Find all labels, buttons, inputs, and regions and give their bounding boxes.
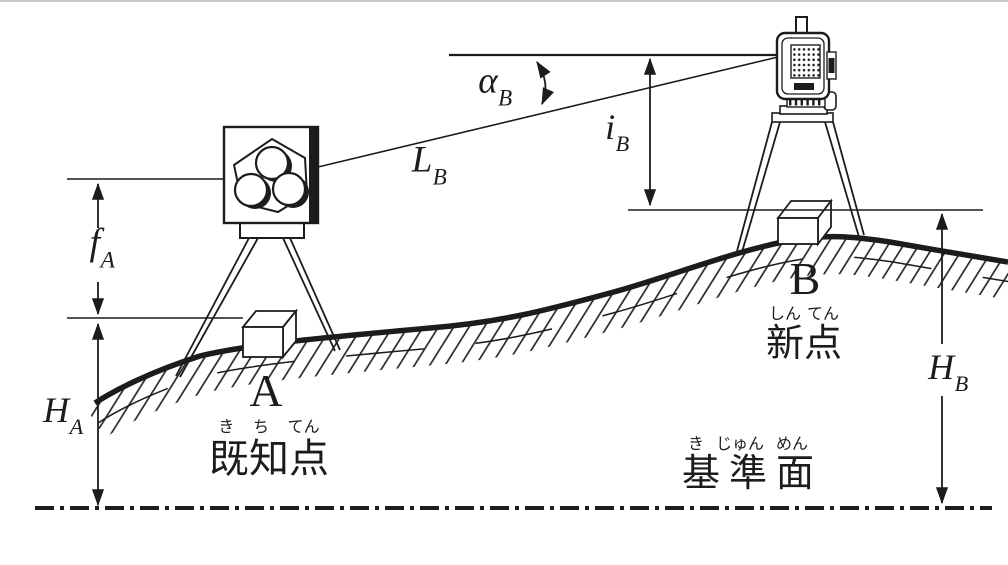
label-l-b: LB	[411, 139, 447, 187]
alpha-subscript: B	[498, 84, 513, 110]
dimension-arrows	[91, 57, 949, 507]
f-subscript: A	[100, 247, 115, 274]
label-i-b: iB	[605, 106, 629, 155]
prism-mount	[239, 221, 305, 239]
label-f-a: fA	[89, 221, 115, 272]
i-subscript: B	[615, 130, 630, 156]
h-b-subscript: B	[954, 370, 969, 396]
prism-housing-edge	[309, 127, 318, 223]
survey-marker-b	[776, 198, 833, 247]
new-point-text: 新点	[765, 322, 843, 365]
known-point-furigana: きち てん	[209, 419, 329, 437]
tripod-a	[175, 237, 341, 378]
tripod-b	[736, 121, 865, 253]
known-point-text: 既知点	[209, 435, 329, 481]
label-alpha-b: αB	[478, 60, 512, 108]
h-a-subscript: A	[69, 413, 84, 439]
label-known-point: きち てん 既知点	[209, 419, 329, 480]
furigana-segment: てん	[287, 419, 320, 436]
total-station	[771, 16, 837, 123]
station-keypad	[790, 44, 821, 79]
reference-lines	[67, 53, 983, 319]
h-a-symbol: H	[43, 389, 70, 430]
h-b-symbol: H	[928, 346, 955, 387]
terrain-line	[93, 233, 1008, 406]
survey-marker-a	[241, 308, 298, 360]
datum-plane-furigana: きじゅんめん	[682, 436, 814, 454]
label-point-b-letter: B	[789, 253, 821, 304]
alpha-symbol: α	[478, 60, 498, 102]
f-symbol: f	[89, 221, 101, 264]
i-symbol: i	[605, 106, 616, 147]
ground-hatching	[84, 237, 1008, 438]
furigana-segment: てん	[806, 306, 839, 323]
furigana-segment: めん	[775, 436, 808, 453]
furigana-segment: き	[218, 419, 235, 436]
triple-prism-icon	[232, 137, 309, 214]
furigana-segment: しん	[768, 306, 801, 323]
label-h-a: HA	[43, 389, 83, 438]
label-point-a-letter: A	[249, 365, 283, 416]
prism-target	[222, 125, 320, 239]
furigana-segment: じゅん	[715, 436, 764, 453]
ground-offset-line	[97, 255, 1008, 424]
furigana-segment: ち	[252, 419, 269, 436]
label-datum-plane: きじゅんめん 基準面	[682, 436, 814, 494]
dim-alpha-b-arc	[536, 60, 555, 106]
station-display-slot	[794, 83, 814, 90]
label-new-point: しんてん 新点	[766, 306, 842, 364]
station-body-inner	[781, 37, 825, 95]
furigana-segment: き	[687, 436, 704, 453]
ground-surface	[84, 233, 1008, 438]
station-side-unit-inner	[828, 58, 835, 73]
new-point-furigana: しんてん	[766, 306, 842, 324]
datum-plane-text: 基準面	[681, 452, 824, 495]
slope-sight-line	[317, 56, 779, 168]
l-subscript: B	[432, 163, 447, 189]
l-symbol: L	[411, 139, 433, 181]
label-h-b: HB	[928, 346, 968, 395]
